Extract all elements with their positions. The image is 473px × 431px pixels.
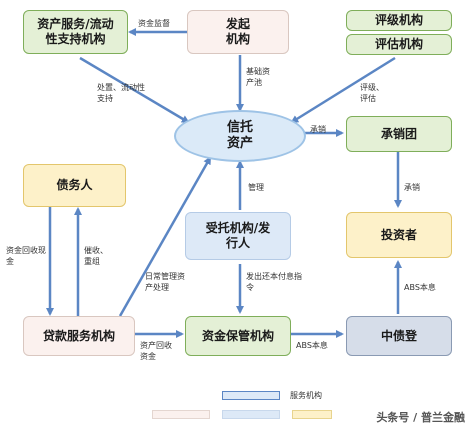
node-custodian-label: 资金保管机构 [201, 328, 274, 343]
node-investor: 投资者 [346, 212, 452, 258]
node-depository-label: 中债登 [380, 328, 417, 343]
node-debtor: 债务人 [23, 164, 126, 207]
node-trust-asset: 信托资产 [174, 110, 306, 162]
legend-label-service: 服务机构 [290, 391, 322, 400]
edge-label-cash-recovery: 资金回收现金 [6, 246, 46, 266]
arrow-loan-service-to-trust [118, 156, 212, 317]
edge-label-abs-principal-2: ABS本息 [296, 341, 328, 350]
arrow-valuation-to-trust [290, 56, 396, 124]
arrow-asset-service-to-trust [79, 56, 190, 124]
legend-swatch-pink [152, 410, 210, 419]
node-trustee-issuer: 受托机构/发行人 [185, 212, 291, 260]
watermark: 头条号 / 普兰金融 [376, 411, 465, 424]
edge-label-disposal-liquidity: 处置、流动性支持 [97, 83, 145, 103]
edge-label-underwriting-1: 承销 [310, 125, 326, 134]
edge-label-abs-principal-1: ABS本息 [404, 283, 436, 292]
node-underwriter: 承销团 [346, 116, 452, 152]
edge-label-collection-restructure: 催收、重组 [84, 246, 108, 266]
legend-swatch-blue [222, 410, 280, 419]
edge-label-funds-recovery: 资产回收资金 [140, 341, 172, 361]
node-trustee-issuer-label: 受托机构/发行人 [205, 221, 271, 250]
edge-label-underwriting-2: 承销 [404, 183, 420, 192]
node-asset-service-label: 资产服务/流动性支持机构 [37, 17, 114, 46]
edge-label-basic-asset-pool: 基础资产池 [246, 67, 270, 87]
node-underwriter-label: 承销团 [380, 126, 417, 141]
node-rating-agency: 评级机构 [346, 10, 452, 31]
legend-swatch-yellow [292, 410, 332, 419]
node-custodian: 资金保管机构 [185, 316, 291, 356]
node-asset-service: 资产服务/流动性支持机构 [23, 10, 128, 54]
node-depository: 中债登 [346, 316, 452, 356]
node-loan-service: 贷款服务机构 [23, 316, 135, 356]
edge-label-management: 管理 [248, 183, 264, 192]
edge-label-rating-valuation: 评级、评估 [360, 83, 384, 103]
node-investor-label: 投资者 [380, 227, 417, 242]
edge-label-repay-instruction: 发出还本付息指令 [246, 272, 302, 292]
node-debtor-label: 债务人 [56, 178, 93, 192]
node-valuation-agency-label: 评估机构 [374, 37, 423, 51]
node-originator: 发起机构 [187, 10, 289, 54]
node-trust-asset-label: 信托资产 [226, 120, 253, 151]
node-valuation-agency: 评估机构 [346, 34, 452, 55]
node-loan-service-label: 贷款服务机构 [42, 328, 115, 343]
legend-swatch-service [222, 391, 280, 400]
node-rating-agency-label: 评级机构 [374, 13, 423, 27]
edge-label-daily-mgmt: 日常管理资产处理 [145, 272, 185, 292]
edge-label-asset-supervision: 资金监督 [138, 19, 170, 28]
node-originator-label: 发起机构 [225, 17, 250, 46]
